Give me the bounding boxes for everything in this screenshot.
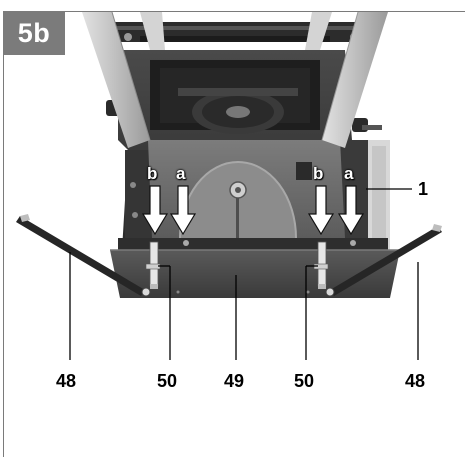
frame-top-line xyxy=(3,11,465,12)
callout-48-right: 48 xyxy=(405,371,426,391)
arrow-letter-a-left: a xyxy=(176,164,186,183)
leg-left xyxy=(82,11,165,148)
arrow-a-right xyxy=(337,185,365,236)
blade-guard xyxy=(148,140,345,239)
arrow-letter-a-right: a xyxy=(344,164,354,183)
figure-label-badge: 5b xyxy=(3,11,65,55)
clamp-right xyxy=(313,241,329,289)
callout-1: 1 xyxy=(418,179,429,199)
arrow-b-right xyxy=(307,185,335,236)
callout-49: 49 xyxy=(224,371,245,391)
arrow-b-left xyxy=(141,185,169,236)
callout-48-left: 48 xyxy=(56,371,77,391)
callout-50-left: 50 xyxy=(157,371,178,391)
extension-arm-right xyxy=(325,224,442,297)
callout-50-right: 50 xyxy=(294,371,315,391)
leg-right xyxy=(305,11,388,148)
arrow-letter-b-left: b xyxy=(147,164,158,183)
extension-arm-left xyxy=(16,214,151,297)
frame-left-line xyxy=(3,11,4,457)
arrow-a-left xyxy=(169,185,197,236)
arrow-letter-b-right: b xyxy=(313,164,324,183)
